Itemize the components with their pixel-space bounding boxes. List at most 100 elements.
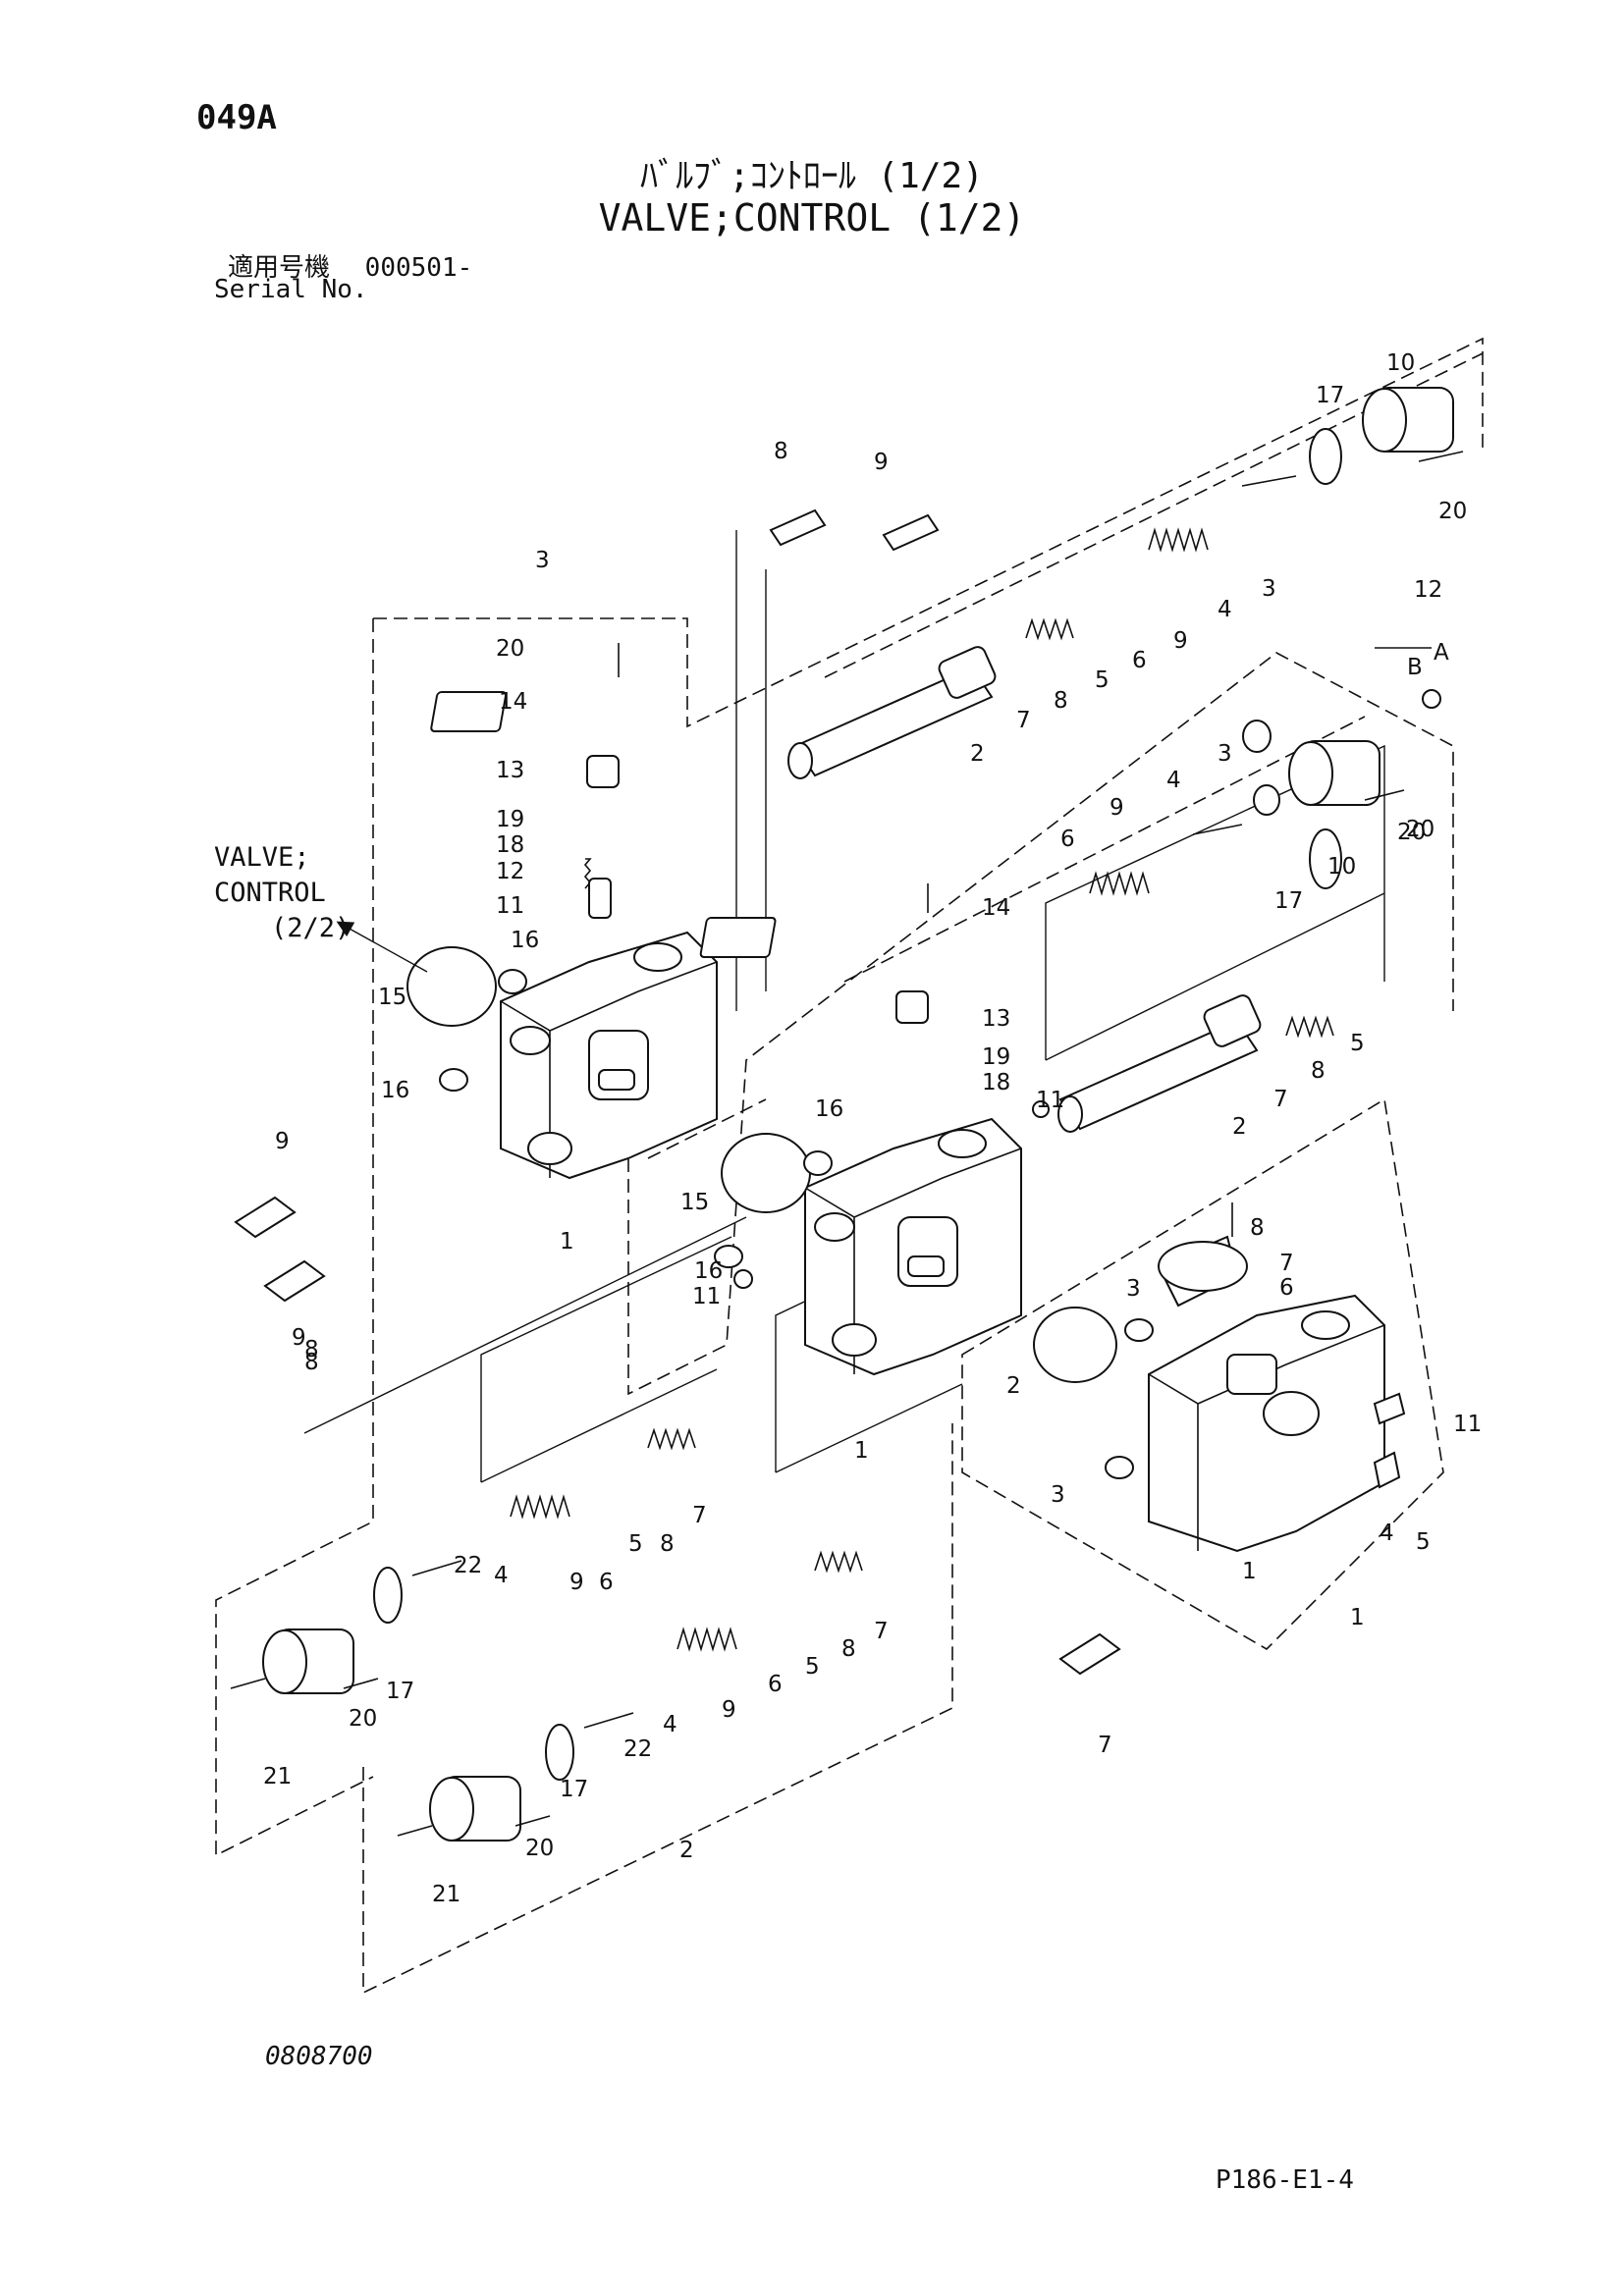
cross-reference-line-1: VALVE; [214,842,310,873]
title-japanese: ﾊﾞﾙﾌﾞ;ｺﾝﾄﾛｰﾙ (1/2) [640,156,984,196]
callout-right-group-11: 7 [1098,1733,1112,1758]
caps-and-covers [234,387,1454,1842]
valve-housing-left [500,931,718,1180]
cross-reference-line-2: CONTROL [214,878,326,908]
callout-right-group-2: 6 [1279,1275,1294,1301]
callout-middle-group-23: 8 [1311,1058,1326,1084]
callout-bottom-group-1: 8 [841,1636,856,1662]
serial-value: 000501- [364,253,473,283]
callout-right-group-4: 2 [1006,1373,1021,1399]
serial-label-jp: 適用号機 [228,253,331,283]
callout-bottom-group-0: 7 [874,1619,889,1644]
callout-middle-group-14: 18 [982,1070,1010,1095]
serial-number-row: 適用号機 000501- [228,247,472,284]
callout-middle-group-5: 9 [1110,795,1124,821]
cross-reference-arrow [336,921,428,973]
callout-top-spool-4: 20 [1438,499,1467,524]
o-rings [373,428,1342,1781]
callout-left-group-18: 9 [569,1570,584,1595]
callout-top-spool-5: 3 [1262,576,1276,602]
callout-middle-group-22: 7 [1273,1087,1288,1112]
callout-middle-group-7: 20 [1406,817,1435,842]
callout-left-group-10: 16 [381,1078,409,1103]
drawing-number: 0808700 [265,2042,373,2071]
springs [510,527,1334,1652]
callout-bottom-group-10: 2 [679,1838,694,1863]
callout-left-group-1: 20 [496,636,524,662]
callout-top-spool-6: 4 [1218,597,1232,622]
callout-top-spool-8: 6 [1132,648,1147,673]
callout-middle-group-24: 5 [1350,1031,1365,1056]
callout-bottom-group-4: 9 [722,1697,736,1723]
callout-middle-group-18: 16 [694,1258,723,1284]
callout-middle-group-21: 2 [1232,1114,1247,1140]
callout-middle-group-20: 1 [854,1438,869,1464]
callout-left-group-19: 6 [599,1570,614,1595]
callout-top-spool-7: 9 [1173,628,1188,654]
callout-bottom-group-8: 20 [525,1836,554,1861]
callout-middle-group-15: 11 [1036,1088,1064,1113]
group-boundaries [215,337,1484,1995]
callout-top-spool-11: 7 [1016,708,1031,733]
bolts [230,451,1464,1837]
valve-housing-middle [804,1117,1022,1376]
callout-left-group-24: 20 [349,1706,377,1732]
spools [787,646,1262,1133]
callout-left-group-25: 21 [263,1764,292,1789]
callout-top-spool-9: 5 [1095,667,1110,693]
callout-left-group-6: 12 [496,859,524,884]
callout-left-group-15: 9 [292,1325,306,1351]
callout-middle-group-13: 19 [982,1044,1010,1070]
callout-middle-group-8: 17 [1274,888,1303,914]
callout-right-group-1: 7 [1279,1251,1294,1276]
callout-left-group-9: 15 [378,985,406,1010]
callout-right-group-9: 1 [1242,1559,1257,1584]
callout-left-group-5: 18 [496,832,524,858]
callout-right-group-0: 8 [1250,1215,1265,1241]
callout-middle-group-19: 11 [692,1284,721,1309]
callout-middle-group-4: 4 [1166,768,1181,793]
callout-top-spool-0: 8 [774,439,788,464]
callout-left-group-21: 8 [660,1531,675,1557]
callout-left-group-3: 13 [496,758,524,783]
callout-middle-group-12: 13 [982,1006,1010,1032]
title-english: VALVE;CONTROL (1/2) [598,196,1026,240]
callout-left-group-4: 19 [496,807,524,832]
callout-bottom-group-2: 5 [805,1654,820,1680]
callout-middle-group-16: 16 [815,1096,843,1122]
callout-middle-group-2: A [1434,640,1449,666]
callout-left-group-13: 1 [560,1229,574,1255]
callout-right-group-6: 3 [1051,1482,1065,1508]
callout-left-group-8: 16 [511,928,539,953]
callout-middle-group-11: 14 [982,895,1010,921]
callout-right-group-7: 4 [1380,1521,1394,1546]
callout-middle-group-6: 6 [1060,827,1075,852]
callout-bottom-group-7: 17 [560,1777,588,1802]
sheet-code: P186-E1-4 [1216,2165,1354,2195]
callout-bottom-group-6: 22 [623,1736,652,1762]
serial-label-en: Serial No. [214,275,368,304]
callout-left-group-17: 4 [494,1563,509,1588]
callout-left-group-16: 22 [454,1553,482,1578]
callout-left-group-20: 5 [628,1531,643,1557]
callout-left-group-11: 9 [275,1129,290,1154]
callout-left-group-2: 14 [499,689,527,715]
callout-left-group-23: 17 [386,1679,414,1704]
callout-right-group-8: 5 [1416,1529,1431,1555]
callout-left-group-7: 11 [496,893,524,919]
callout-left-group-0: 3 [535,548,550,573]
callout-middle-group-1: B [1407,655,1423,680]
callout-bottom-group-3: 6 [768,1672,783,1697]
callout-right-group-10: 1 [1350,1605,1365,1630]
callout-top-spool-2: 10 [1386,350,1415,376]
callout-left-group-22: 7 [692,1503,707,1528]
callout-right-group-3: 3 [1126,1276,1141,1302]
page-code: 049A [196,98,277,137]
callout-left-group-12: 8 [304,1337,319,1362]
callout-left-group-14: 8 [304,1350,319,1375]
callout-bottom-group-9: 21 [432,1882,460,1907]
callout-bottom-group-5: 4 [663,1712,677,1737]
callout-top-spool-12: 2 [970,741,985,767]
